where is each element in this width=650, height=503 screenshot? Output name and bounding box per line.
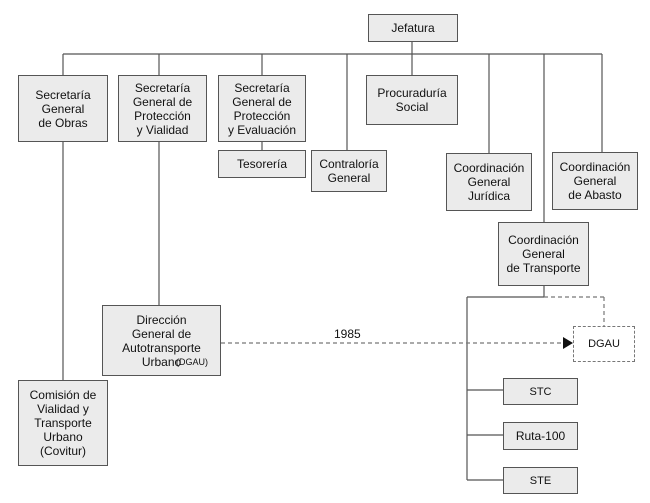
direccion-autotransporte-abbr: (DGAU) [176,357,208,367]
node-direccion-autotransporte: Dirección General de Autotransporte Urba… [102,305,221,376]
node-secretaria-general-obras: Secretaría General de Obras [18,75,108,142]
node-stc: STC [503,378,578,405]
node-ruta-100: Ruta-100 [503,422,578,450]
node-coordinacion-abasto: Coordinación General de Abasto [552,152,638,210]
node-coordinacion-juridica: Coordinación General Jurídica [446,153,532,211]
node-jefatura: Jefatura [368,14,458,42]
node-ste: STE [503,467,578,494]
node-secretaria-proteccion-vialidad: Secretaría General de Protección y Viali… [118,75,207,142]
node-tesoreria: Tesorería [218,150,306,178]
arrow-head [563,337,573,349]
node-covitur: Comisión de Vialidad y Transporte Urbano… [18,380,108,466]
node-contraloria-general: Contraloría General [311,150,387,192]
node-dgau: DGAU [573,326,635,362]
node-procuraduria-social: Procuraduría Social [366,75,458,125]
direccion-autotransporte-label: Dirección General de Autotransporte Urba… [122,312,201,369]
transfer-year-label: 1985 [334,327,361,341]
node-secretaria-proteccion-evaluacion: Secretaría General de Protección y Evalu… [218,75,306,142]
node-coordinacion-transporte: Coordinación General de Transporte [498,222,589,286]
